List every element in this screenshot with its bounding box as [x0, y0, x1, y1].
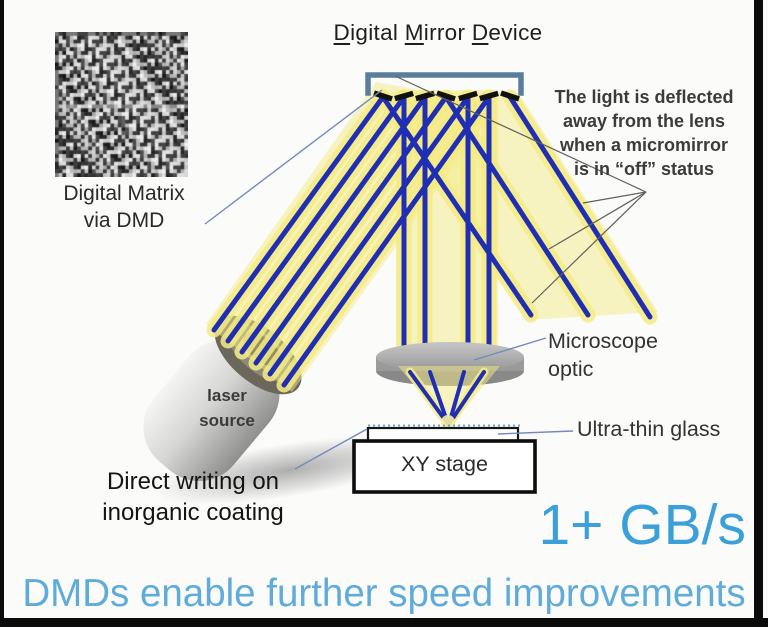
dmd-chip-bracket — [365, 72, 524, 96]
optic-label-line1: Microscope — [548, 329, 658, 353]
diagram-title: Digital Mirror Device — [293, 20, 583, 46]
dmd-matrix-image — [55, 32, 188, 177]
xy-stage-graphic — [352, 439, 537, 494]
throughput-label: 1+ GB/s — [538, 493, 746, 557]
off-note-line3: when a micromirror — [559, 135, 729, 155]
laser-beams — [211, 94, 653, 388]
leader-lines — [204, 89, 574, 470]
title-initial-m: M — [404, 20, 424, 45]
title-part: evice — [488, 20, 543, 45]
off-note-line4: is in “off” status — [573, 159, 714, 179]
frame-edge-left — [0, 0, 4, 627]
ultra-thin-glass-label: Ultra-thin glass — [577, 417, 721, 441]
title-part: igital — [350, 20, 405, 45]
laser-source-label: laser source — [172, 384, 282, 433]
direct-writing-label: Direct writing on inorganic coating — [82, 466, 304, 528]
title-initial-d1: D — [333, 20, 351, 45]
off-status-note: The light is deflected away from the len… — [538, 85, 750, 181]
dmd-mirror-array — [373, 90, 520, 102]
frame-edge-bottom — [0, 618, 768, 627]
optic-label-line2: optic — [548, 357, 594, 381]
off-status-pointer-lines — [394, 75, 647, 304]
focused-beams — [398, 366, 500, 429]
title-part: irror — [423, 20, 472, 45]
slide-caption: DMDs enable further speed improvements — [22, 572, 746, 615]
direct-label-line1: Direct writing on — [106, 468, 280, 495]
laser-label-line1: laser — [207, 386, 247, 405]
matrix-label-line2: via DMD — [83, 208, 165, 232]
frame-edge-right — [754, 0, 763, 627]
off-note-line1: The light is deflected — [554, 87, 734, 107]
digital-matrix-label: Digital Matrix via DMD — [38, 181, 210, 234]
ultra-thin-glass-graphic — [366, 426, 520, 443]
matrix-label-line1: Digital Matrix — [63, 182, 185, 205]
direct-label-line2: inorganic coating — [102, 499, 284, 526]
off-note-line2: away from the lens — [562, 111, 726, 131]
microscope-optic-label: Microscope optic — [548, 327, 718, 383]
laser-label-line2: source — [199, 410, 255, 430]
xy-stage-label: XY stage — [401, 452, 488, 476]
title-initial-d2: D — [471, 20, 489, 45]
